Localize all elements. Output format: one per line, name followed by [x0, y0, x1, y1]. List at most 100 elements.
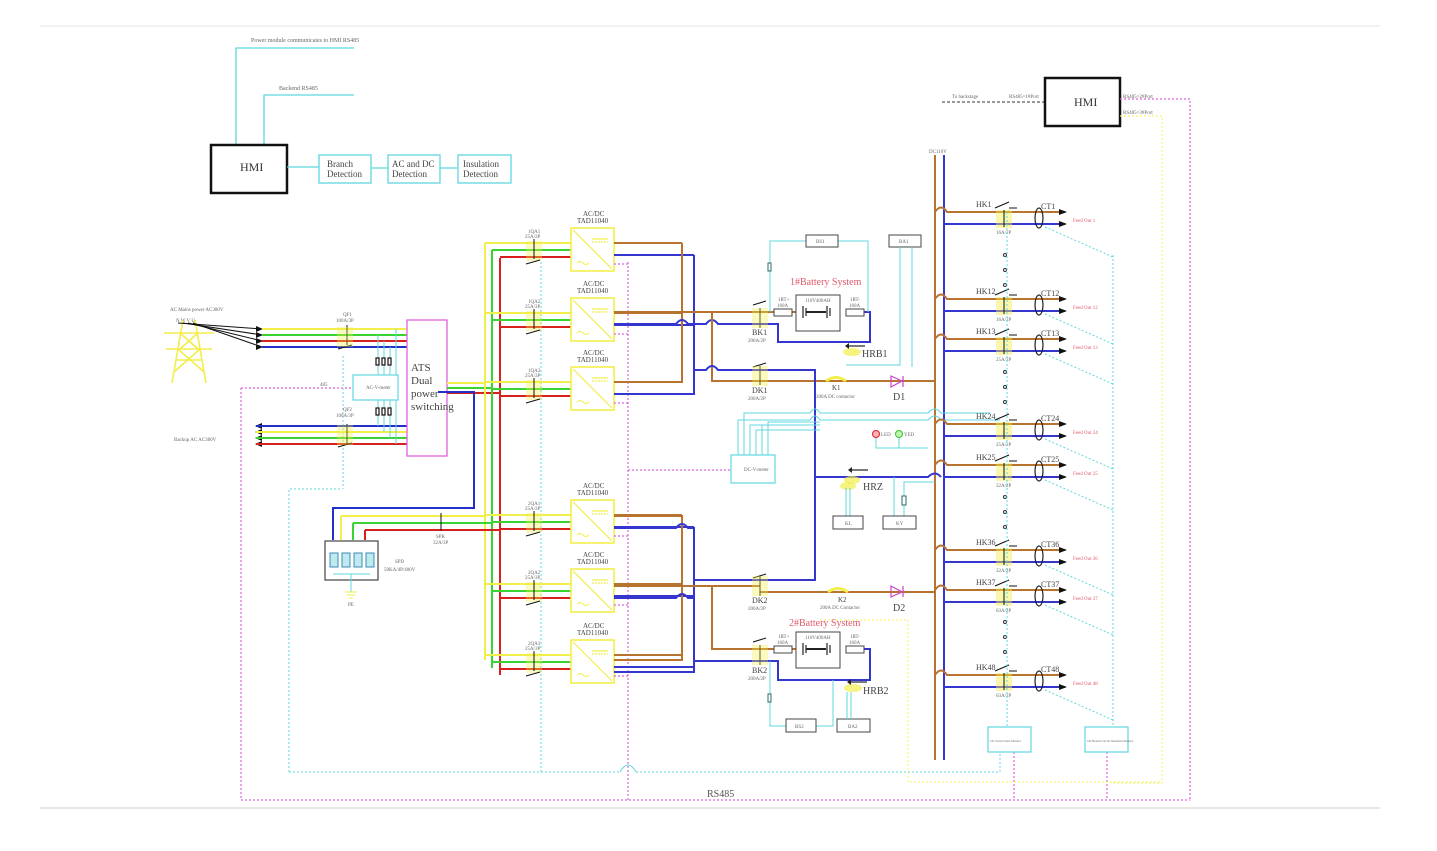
insulation-detection-box[interactable] [457, 154, 512, 184]
hk-rating: 63A/2P [996, 694, 1012, 699]
k2-contactor-icon [827, 587, 849, 594]
hrb2-hall-sensor-icon [844, 679, 867, 692]
qf2-breaker-icon [337, 424, 353, 448]
battery-cells-icon [802, 643, 831, 655]
module1-label: 1#1 Switch State Monitor [990, 739, 1021, 743]
continuation-dot [1003, 510, 1007, 514]
feeder-monitor-modules: 1#1 Switch State Monitor 1#2 Branch Circ… [987, 212, 1133, 753]
ct-label: CT36 [1041, 540, 1059, 549]
ba2-box[interactable] [836, 718, 871, 733]
rectifier-model: TAD11040 [577, 629, 609, 637]
rectifier-type: AC/DC [583, 349, 605, 357]
arrow-icon [1059, 684, 1067, 690]
hrz-hall-sensor-icon [840, 467, 868, 490]
bs2-box[interactable] [785, 718, 817, 733]
fuse1-neg-rating: 160A [849, 304, 861, 309]
rs485-label: RS485 [707, 789, 734, 800]
bs1-label: BS1 [816, 240, 825, 245]
feed-out-label: Feed Out 37 [1073, 597, 1098, 602]
feed-out-label: Feed Out 12 [1073, 306, 1098, 311]
hk-label: HK24 [976, 412, 996, 421]
arrow-icon [1059, 599, 1067, 605]
arrow-icon [1059, 474, 1067, 480]
backup-ac-label: Backup AC AC380V [174, 438, 217, 443]
fuse1-pos-label: 1RT+ [778, 298, 790, 303]
bs1-box[interactable] [805, 234, 839, 248]
arrow-icon [1059, 421, 1067, 427]
spd-label: SPD [395, 560, 405, 565]
breaker-rating: 25A/3P [525, 507, 541, 512]
hk-label: HK1 [976, 200, 992, 209]
k1-contactor-icon [825, 376, 847, 383]
phase-labels: N W V U [176, 319, 195, 324]
breaker-label: 2QA2 [528, 571, 541, 576]
spk-label: SPK [436, 535, 446, 540]
fuse-1rt-pos [773, 308, 793, 317]
bk2-rating: 200A/2P [748, 677, 766, 682]
ats-box[interactable] [406, 319, 448, 457]
ba1-box[interactable] [888, 234, 922, 248]
branch-detection-box[interactable] [318, 154, 372, 184]
dc-meter-box[interactable] [730, 454, 776, 484]
breaker-label: 1QA1 [528, 230, 541, 235]
k2-contactor-label: 200A DC Contactor [820, 606, 860, 611]
led-green-label: YED [904, 433, 915, 438]
hrz-label: HRZ [863, 482, 883, 493]
d2-label: D2 [893, 603, 905, 614]
battery1-title: 1#Battery System [790, 277, 862, 288]
insulation-detection-line1: Insulation [463, 159, 499, 169]
breaker-label: 2QA1 [528, 502, 541, 507]
ct-icon [1034, 207, 1044, 229]
battery1-label: 110V400AH [805, 299, 831, 304]
hmi-box-left[interactable] [209, 143, 289, 195]
insulation-monitor-box[interactable] [1084, 726, 1129, 753]
led-red-icon [872, 430, 880, 438]
ct-icon [1034, 670, 1044, 692]
continuation-dot [1003, 268, 1007, 272]
ac-meter-box[interactable] [352, 374, 399, 401]
arrow-icon [1059, 433, 1067, 439]
dk1-breaker-icon [752, 362, 767, 385]
rectifier-type: AC/DC [583, 622, 605, 630]
ky-box[interactable] [882, 515, 917, 530]
fuse2-neg-rating: 160A [849, 641, 861, 646]
arrow-icon [1059, 348, 1067, 354]
kl-box[interactable] [832, 515, 864, 530]
to-backstage-label: To backstage [952, 95, 979, 100]
hmi-box-right[interactable] [1043, 76, 1122, 128]
bk2-breaker-icon [752, 637, 767, 665]
rectifier-groups: 1QA125A/3PAC/DCTAD110401QA225A/3PAC/DCTA… [485, 210, 694, 684]
rectifier-model: TAD11040 [577, 558, 609, 566]
arrow-icon [1059, 308, 1067, 314]
ground-icon [345, 591, 357, 599]
rectifier-type: AC/DC [583, 482, 605, 490]
breaker-rating: 25A/3P [525, 647, 541, 652]
battery-cells-icon [802, 306, 831, 318]
qf1-label: QF1 [343, 313, 352, 318]
ct-label: CT37 [1041, 580, 1059, 589]
rs485-backbone: RS485 [240, 262, 1190, 801]
arrow-icon [1059, 547, 1067, 553]
spd-rating: 50KA/4P/400V [384, 568, 416, 573]
continuation-dot [1003, 635, 1007, 639]
pe-label: PE [348, 603, 354, 608]
breaker-label: 2QA3 [528, 642, 541, 647]
hmi-left-label: HMI [240, 160, 263, 174]
transmission-tower-icon [164, 319, 214, 384]
hk-rating: 25A/2P [996, 358, 1012, 363]
branch-detection-line1: Branch [327, 159, 353, 169]
monitor-section: DC-V-meter LED YED HRZ KL KY [730, 408, 1000, 530]
breaker-rating: 25A/3P [525, 305, 541, 310]
dk1-rating: 200A/2P [748, 397, 766, 402]
switch-state-monitor-box[interactable] [987, 726, 1032, 753]
continuation-dot [1003, 525, 1007, 529]
battery-system-2: 2#Battery System DK2 200A/2P K2 200A DC … [748, 573, 905, 733]
ac-dc-detection-box[interactable] [387, 154, 441, 184]
bk1-label: BK1 [752, 328, 767, 337]
